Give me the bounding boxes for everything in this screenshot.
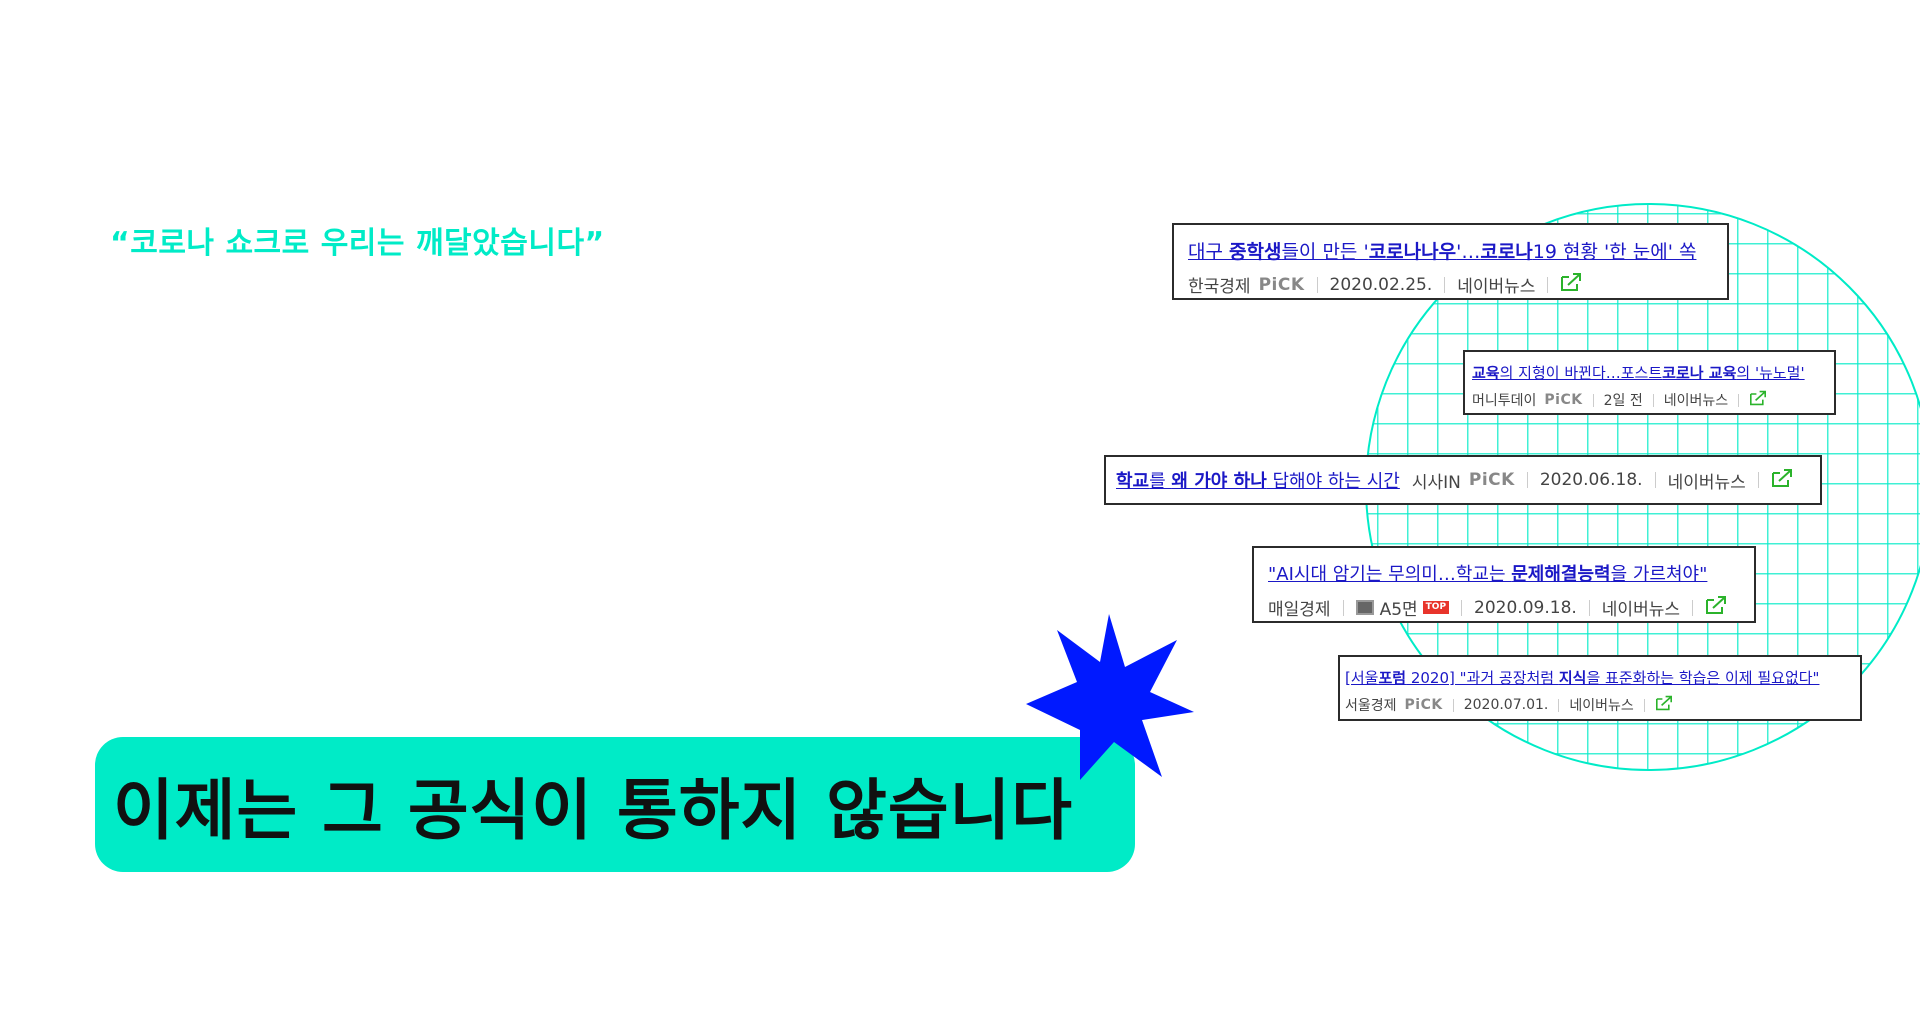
news-card-3[interactable]: 학교를 왜 가야 하나 답해야 하는 시간 시사IN PiCK 2020.06.… [1104,455,1822,505]
press-name: 머니투데이 [1472,393,1537,409]
share-icon[interactable] [1655,695,1673,715]
share-icon[interactable] [1771,468,1793,493]
news-card-2[interactable]: 교육의 지형이 바뀐다…포스트코로나 교육의 '뉴노멀' 머니투데이 PiCK … [1463,350,1836,415]
title-text: 2020] "과거 공장처럼 [1406,669,1559,687]
title-keyword: 코로나 교육 [1662,364,1737,382]
title-keyword: 문제해결능력 [1511,564,1611,585]
title-text: 의 '뉴노멀' [1736,364,1805,382]
headline-banner: 이제는 그 공식이 통하지 않습니다 [95,737,1135,872]
news-title[interactable]: 대구 중학생들이 만든 '코로나나우'…코로나19 현황 '한 눈에' 쏙 [1188,237,1713,264]
news-source[interactable]: 네이버뉴스 [1663,393,1729,409]
news-date: 2020.02.25. [1329,274,1433,295]
press-name: 시사IN [1411,472,1461,493]
news-meta: 한국경제 PiCK 2020.02.25. 네이버뉴스 [1188,272,1713,297]
news-source[interactable]: 네이버뉴스 [1569,698,1634,714]
title-text: 들이 만든 ' [1281,241,1369,263]
title-keyword: 학교 [1116,471,1150,492]
news-date: 2일 전 [1603,393,1643,409]
title-keyword: 코로나나우 [1368,241,1457,263]
news-source[interactable]: 네이버뉴스 [1457,277,1536,297]
pick-badge: PiCK [1404,697,1443,713]
news-title[interactable]: [서울포럼 2020] "과거 공장처럼 지식을 표준화하는 학습은 이제 필요… [1345,667,1846,688]
news-meta: 서울경제 PiCK 2020.07.01. 네이버뉴스 [1345,695,1846,715]
pick-badge: PiCK [1544,392,1583,408]
news-date: 2020.07.01. [1463,697,1549,713]
press-name: 매일경제 [1268,600,1331,620]
title-text: 대구 [1188,241,1229,263]
title-keyword: 포럼 [1378,669,1407,687]
news-source[interactable]: 네이버뉴스 [1601,600,1680,620]
title-keyword: 중학생 [1229,241,1282,263]
news-meta: 매일경제 A5면 TOP 2020.09.18. 네이버뉴스 [1268,595,1740,620]
news-date: 2020.06.18. [1539,470,1643,490]
news-meta: 머니투데이 PiCK 2일 전 네이버뉴스 [1472,390,1820,410]
title-keyword: 교육 [1472,364,1500,382]
news-date: 2020.09.18. [1474,597,1577,618]
news-meta: 시사IN PiCK 2020.06.18. 네이버뉴스 [1412,468,1793,493]
title-text: 를 [1149,471,1172,492]
share-icon[interactable] [1560,272,1582,297]
news-card-5[interactable]: [서울포럼 2020] "과거 공장처럼 지식을 표준화하는 학습은 이제 필요… [1338,655,1862,721]
banner-text: 이제는 그 공식이 통하지 않습니다 [113,771,1073,849]
news-source[interactable]: 네이버뉴스 [1667,472,1746,493]
title-text: "AI시대 암기는 무의미…학교는 [1268,564,1512,585]
star-burst-icon [1026,614,1194,780]
news-card-4[interactable]: "AI시대 암기는 무의미…학교는 문제해결능력을 가르쳐야" 매일경제 A5면… [1252,546,1756,623]
pick-badge: PiCK [1468,470,1515,490]
title-text: '… [1456,241,1481,263]
news-title[interactable]: "AI시대 암기는 무의미…학교는 문제해결능력을 가르쳐야" [1268,560,1740,586]
title-text: 의 지형이 바뀐다…포스트 [1499,364,1663,382]
quote-heading: “코로나 쇼크로 우리는 깨달았습니다” [110,226,605,261]
title-text: 을 표준화하는 학습은 이제 필요없다" [1586,669,1820,687]
newspaper-icon [1355,600,1374,615]
share-icon[interactable] [1749,390,1767,410]
news-title[interactable]: 학교를 왜 가야 하나 답해야 하는 시간 [1116,467,1400,493]
title-keyword: 지식 [1558,669,1587,687]
title-text: 19 현황 '한 눈에' 쏙 [1532,241,1697,263]
top-badge: TOP [1422,601,1450,614]
press-name: 한국경제 [1188,277,1251,297]
news-title[interactable]: 교육의 지형이 바뀐다…포스트코로나 교육의 '뉴노멀' [1472,362,1820,383]
pick-badge: PiCK [1258,274,1305,295]
title-keyword: 왜 가야 하나 [1171,471,1267,492]
title-keyword: 코로나 [1480,241,1533,263]
news-card-1[interactable]: 대구 중학생들이 만든 '코로나나우'…코로나19 현황 '한 눈에' 쏙 한국… [1172,223,1729,300]
star-shape [1026,614,1194,780]
page-number: A5면 [1379,600,1418,620]
title-text: 답해야 하는 시간 [1266,471,1400,492]
press-name: 서울경제 [1345,698,1397,714]
title-text: 을 가르쳐야" [1610,564,1708,585]
share-icon[interactable] [1705,595,1727,620]
title-text: [서울 [1345,669,1379,687]
